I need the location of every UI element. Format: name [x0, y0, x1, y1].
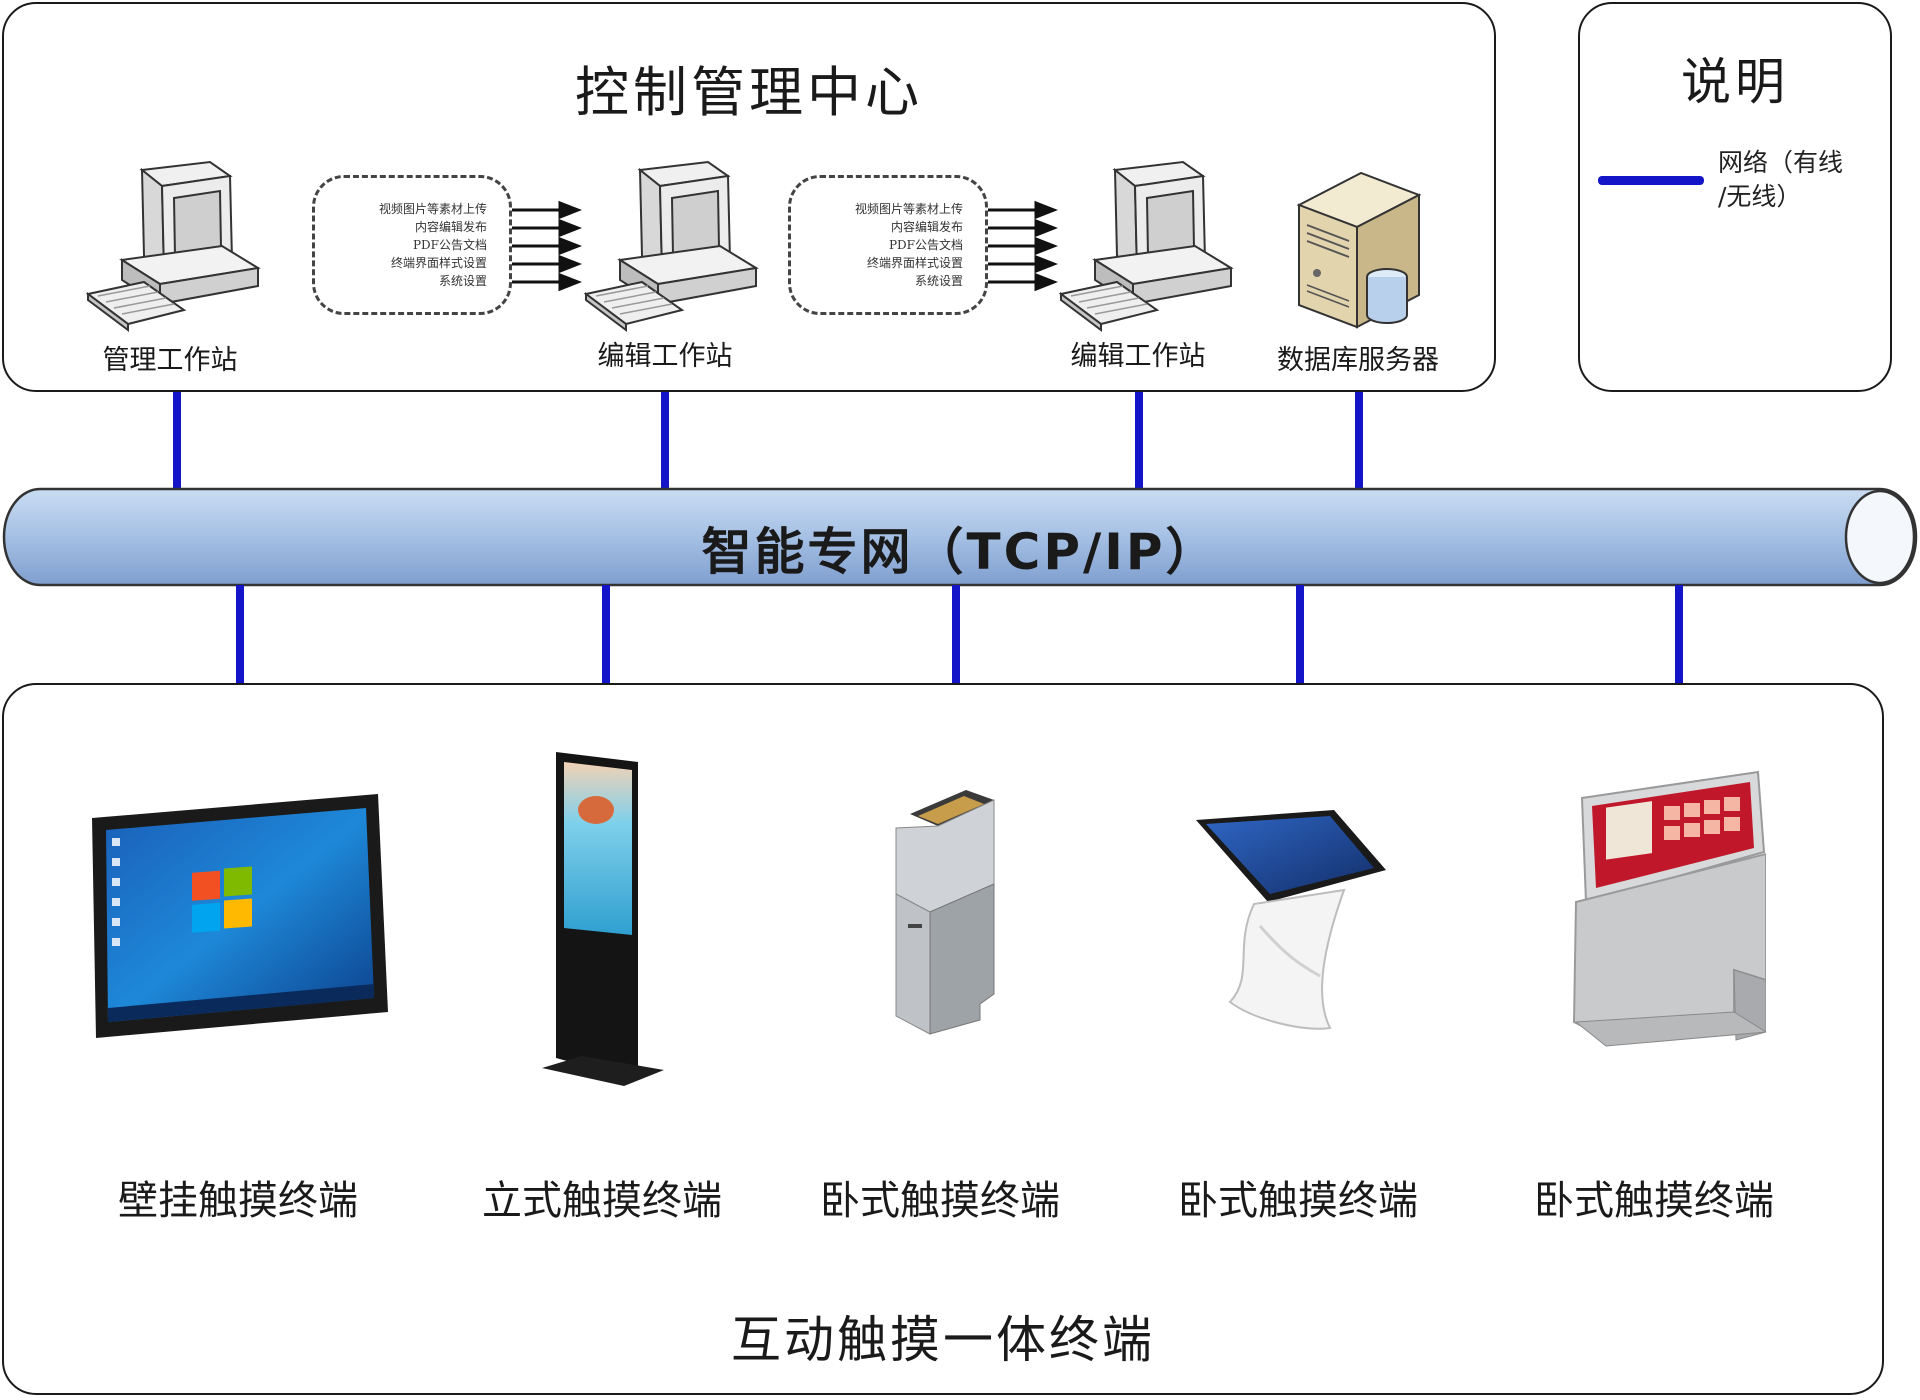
computer-workstation-icon	[583, 160, 759, 332]
inclined-touch-table-icon	[1196, 810, 1386, 1030]
function-list-item: 内容编辑发布	[414, 220, 487, 234]
function-list-item: 系统设置	[914, 274, 963, 288]
terminal-label: 卧式触摸终端	[1534, 1178, 1774, 1224]
arrows-icon	[988, 200, 1058, 292]
station-label: 管理工作站	[102, 345, 238, 376]
network-connector-line	[1135, 392, 1143, 490]
network-pipe	[2, 487, 1918, 587]
function-list-item: 视频图片等素材上传	[378, 202, 487, 216]
legend-network-text: 网络（有线 /无线）	[1718, 148, 1844, 211]
computer-workstation-icon	[85, 160, 261, 332]
network-connector-line	[661, 392, 669, 490]
station-label: 编辑工作站	[1070, 341, 1206, 372]
arrows-icon	[512, 200, 582, 292]
network-connector-line	[952, 585, 960, 685]
standing-kiosk-icon	[542, 752, 664, 1086]
kiosk-terminal-icon	[895, 790, 995, 1035]
legend-box	[1578, 2, 1892, 392]
station-label: 编辑工作站	[597, 341, 733, 372]
terminal-label: 卧式触摸终端	[820, 1178, 1060, 1224]
function-list-item: PDF公告文档	[412, 238, 487, 252]
function-list-item: 内容编辑发布	[890, 220, 963, 234]
terminal-label: 壁挂触摸终端	[118, 1178, 358, 1224]
network-connector-line	[1296, 585, 1304, 685]
network-connector-line	[1355, 392, 1363, 490]
network-connector-line	[236, 585, 244, 685]
database-server-icon	[1296, 171, 1422, 329]
legend-title: 说明	[1681, 53, 1789, 111]
function-list-item: 终端界面样式设置	[390, 256, 487, 270]
function-list-item: 系统设置	[438, 274, 487, 288]
network-connector-line	[1675, 585, 1683, 685]
legend-network-line	[1598, 176, 1704, 185]
terminals-title: 互动触摸一体终端	[731, 1311, 1155, 1369]
network-connector-line	[602, 585, 610, 685]
network-connector-line	[173, 392, 181, 490]
terminal-label: 立式触摸终端	[482, 1178, 722, 1224]
control-center-title: 控制管理中心	[575, 61, 923, 124]
terminal-label: 卧式触摸终端	[1178, 1178, 1418, 1224]
network-label: 智能专网（TCP/IP）	[701, 523, 1219, 581]
function-list-item: PDF公告文档	[888, 238, 963, 252]
function-list-box: 视频图片等素材上传 内容编辑发布 PDF公告文档 终端界面样式设置 系统设置	[788, 175, 988, 315]
computer-workstation-icon	[1058, 160, 1234, 332]
function-list-box: 视频图片等素材上传 内容编辑发布 PDF公告文档 终端界面样式设置 系统设置	[312, 175, 512, 315]
horizontal-touch-kiosk-icon	[1572, 770, 1766, 1047]
function-list-item: 终端界面样式设置	[866, 256, 963, 270]
function-list-item: 视频图片等素材上传	[854, 202, 963, 216]
wall-mounted-touchscreen-icon	[92, 794, 388, 1038]
station-label: 数据库服务器	[1277, 345, 1439, 376]
control-center-box	[2, 2, 1496, 392]
